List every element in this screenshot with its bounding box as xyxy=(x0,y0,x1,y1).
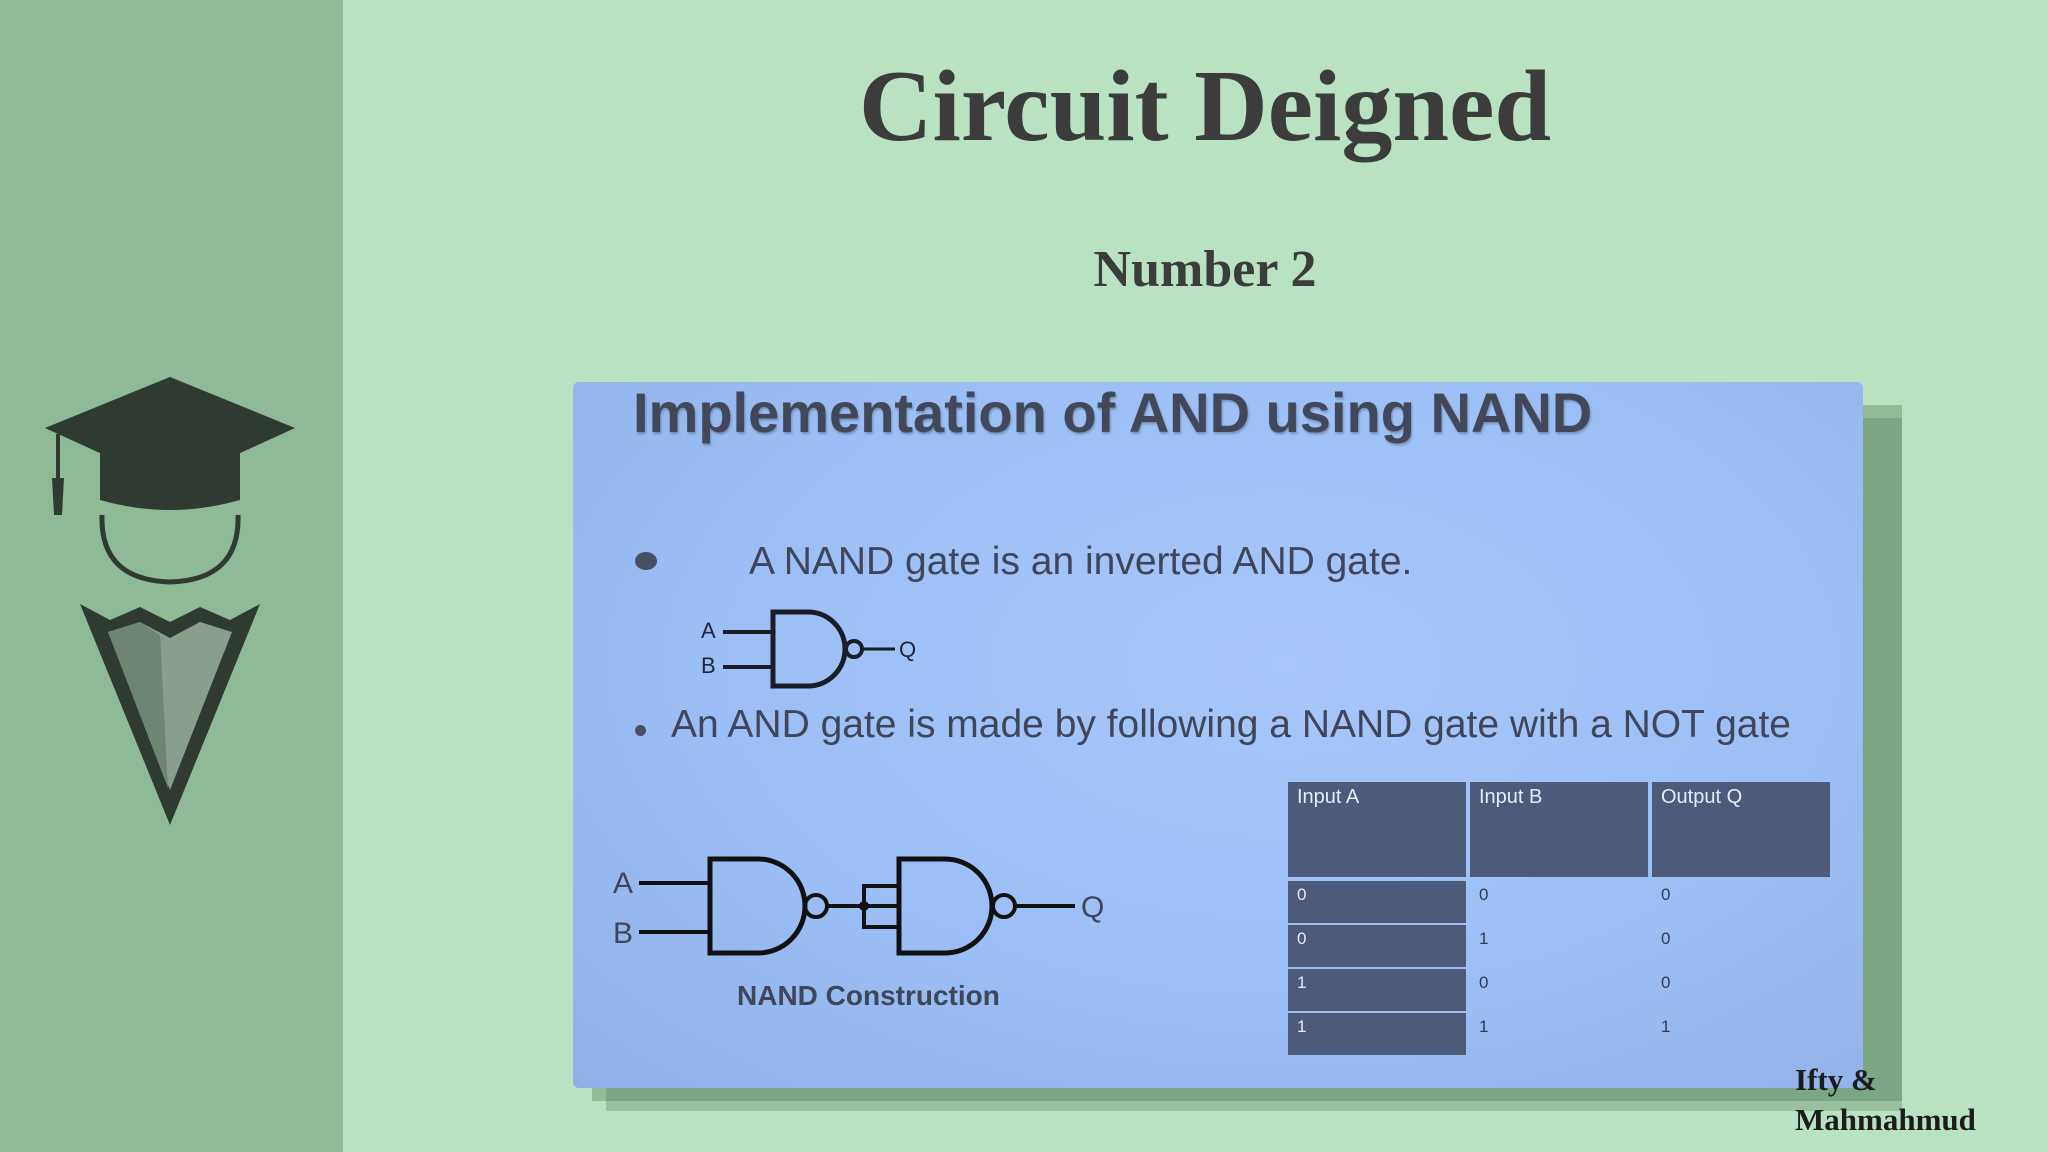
bullet-dot xyxy=(635,725,646,736)
bullet-dot xyxy=(635,552,657,570)
table-cell: 0 xyxy=(1661,929,1671,948)
table-cell: 0 xyxy=(1479,973,1489,992)
table-cell: 0 xyxy=(1288,881,1466,923)
nand-gate-diagram: A B Q xyxy=(701,609,916,689)
table-header-output-q: Output Q xyxy=(1652,782,1830,877)
table-cell: 1 xyxy=(1288,969,1466,1011)
author-credit-line-1: Ifty & xyxy=(1795,1062,1877,1097)
table-header-input-b: Input B xyxy=(1470,782,1648,877)
bullet-text-2: An AND gate is made by following a NAND … xyxy=(671,703,1791,746)
embedded-slide-image: Implementation of AND using NAND A NAND … xyxy=(573,382,1863,1088)
table-cell: 0 xyxy=(1661,973,1671,992)
gate2-input-b: B xyxy=(613,917,633,950)
table-cell: 1 xyxy=(1661,1017,1671,1036)
table-cell: 1 xyxy=(1479,1017,1489,1036)
sidebar-panel xyxy=(0,0,343,1152)
truth-table: Input A Input B Output Q 0 0 0 0 1 0 1 0… xyxy=(1288,782,1833,1064)
slide-subtitle: Number 2 xyxy=(1093,241,1317,298)
gate2-input-a: A xyxy=(613,867,633,900)
table-header-input-a: Input A xyxy=(1288,782,1466,877)
gate1-input-b: B xyxy=(701,653,716,678)
table-cell: 0 xyxy=(1661,885,1671,904)
author-credit: Ifty & Mahmahmud xyxy=(1795,1060,1976,1140)
gate1-output: Q xyxy=(899,637,916,662)
table-cell: 1 xyxy=(1288,1013,1466,1055)
diagram-caption: NAND Construction xyxy=(737,980,1000,1011)
and-from-nand-diagram: A B Q xyxy=(613,856,1104,956)
graduate-cap-icon xyxy=(45,377,295,825)
table-cell: 1 xyxy=(1479,929,1489,948)
slide-title: Circuit Deigned xyxy=(858,50,1552,163)
author-credit-line-2: Mahmahmud xyxy=(1795,1102,1976,1137)
table-cell: 0 xyxy=(1288,925,1466,967)
bullet-text-1: A NAND gate is an inverted AND gate. xyxy=(749,540,1413,583)
table-cell: 0 xyxy=(1479,885,1489,904)
gate2-output: Q xyxy=(1081,891,1104,924)
gate1-input-a: A xyxy=(701,618,716,643)
image-title: Implementation of AND using NAND xyxy=(633,382,1593,444)
